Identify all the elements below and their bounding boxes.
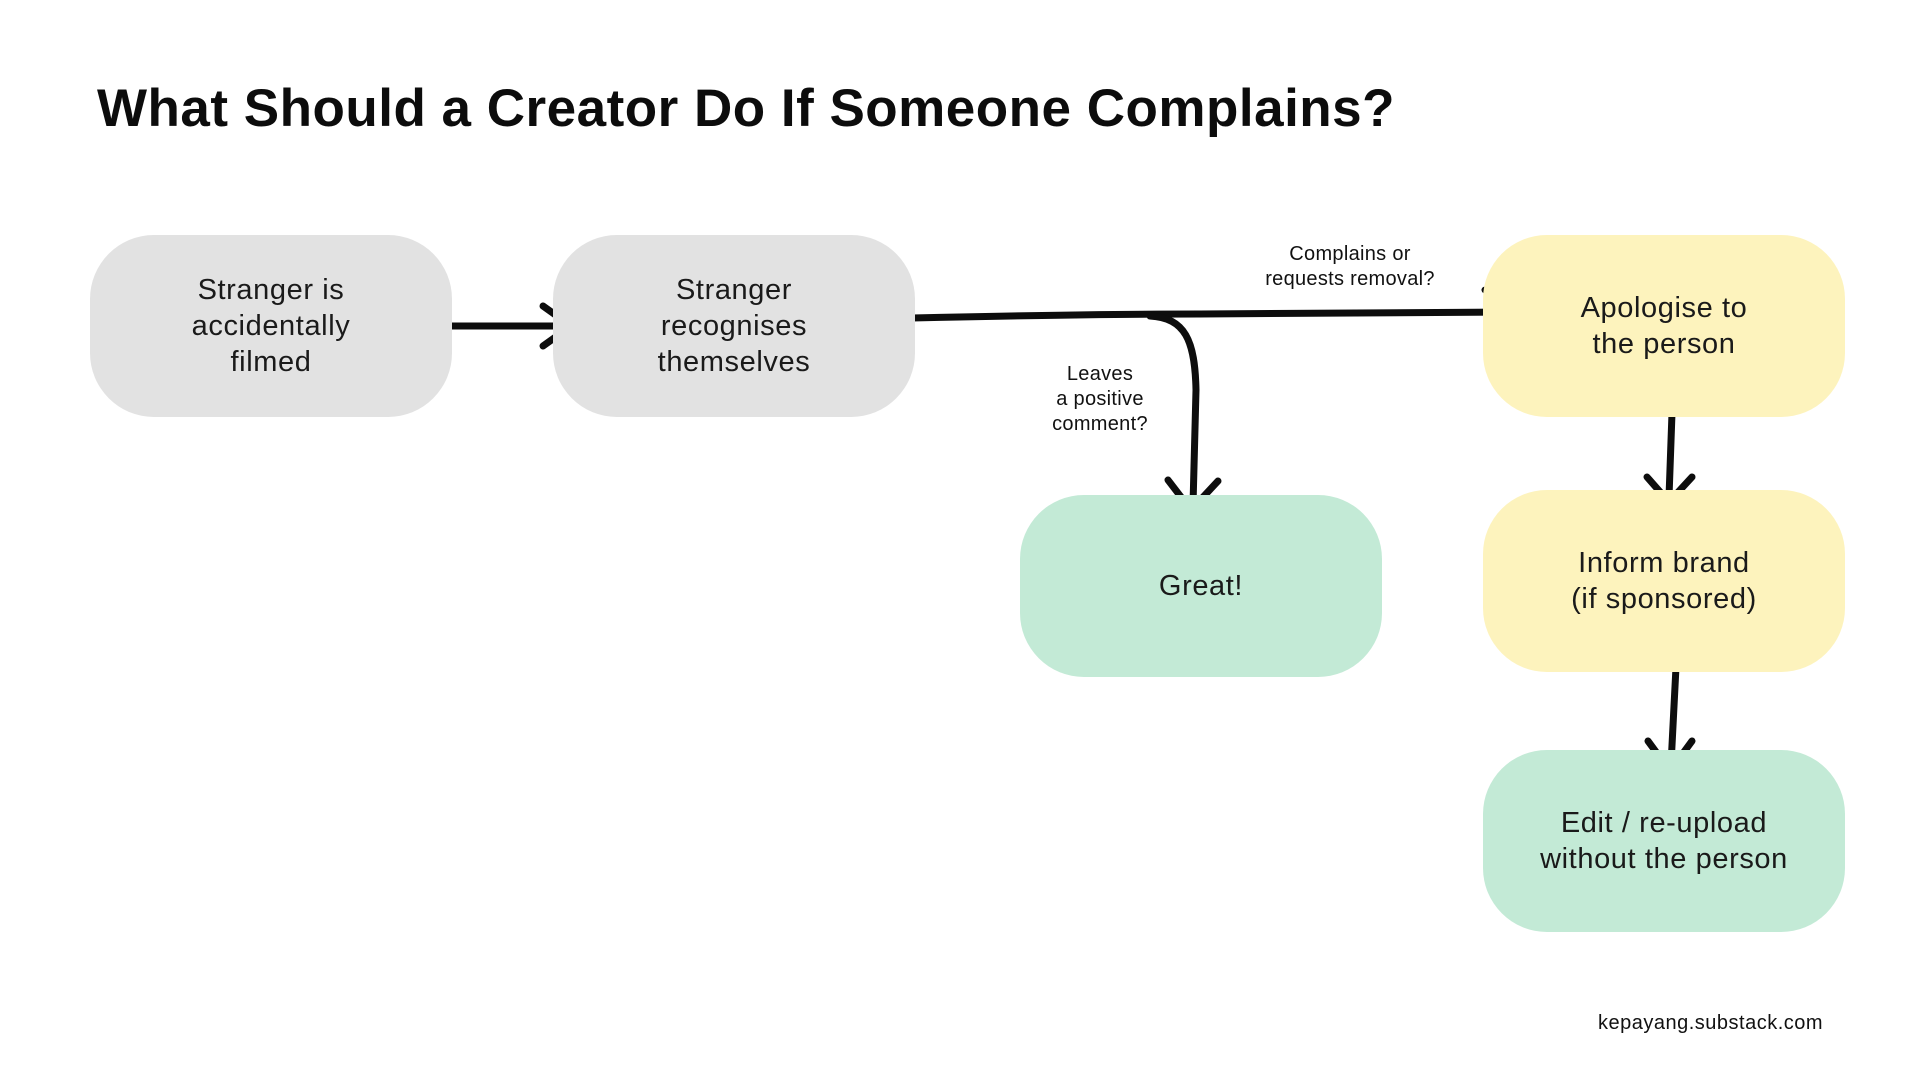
footer-source: kepayang.substack.com	[1598, 1012, 1824, 1034]
node-apologise: Apologise to the person	[1483, 235, 1845, 417]
edge-label-complains: Complains or requests removal?	[1265, 243, 1435, 290]
node-great: Great!	[1020, 495, 1382, 677]
node-accidentally-filmed: Stranger is accidentally filmed	[90, 235, 452, 417]
node-label: Apologise to the person	[1580, 292, 1748, 360]
node-recognises-themselves: Stranger recognises themselves	[553, 235, 915, 417]
node-label: Stranger recognises themselves	[657, 274, 811, 378]
page-title: What Should a Creator Do If Someone Comp…	[97, 79, 1396, 138]
node-edit-reupload: Edit / re-upload without the person	[1483, 750, 1845, 932]
node-inform-brand: Inform brand (if sponsored)	[1483, 490, 1845, 672]
node-label: Inform brand (if sponsored)	[1571, 547, 1757, 615]
edge-label-positive-comment: Leaves a positive comment?	[1052, 363, 1148, 435]
arrow-recognises-to-apologise	[908, 308, 1519, 322]
node-label: Stranger is accidentally filmed	[191, 274, 351, 378]
node-label: Edit / re-upload without the person	[1540, 807, 1788, 875]
node-label: Great!	[1158, 570, 1244, 602]
arrow-apologise-to-inform	[1665, 409, 1676, 501]
